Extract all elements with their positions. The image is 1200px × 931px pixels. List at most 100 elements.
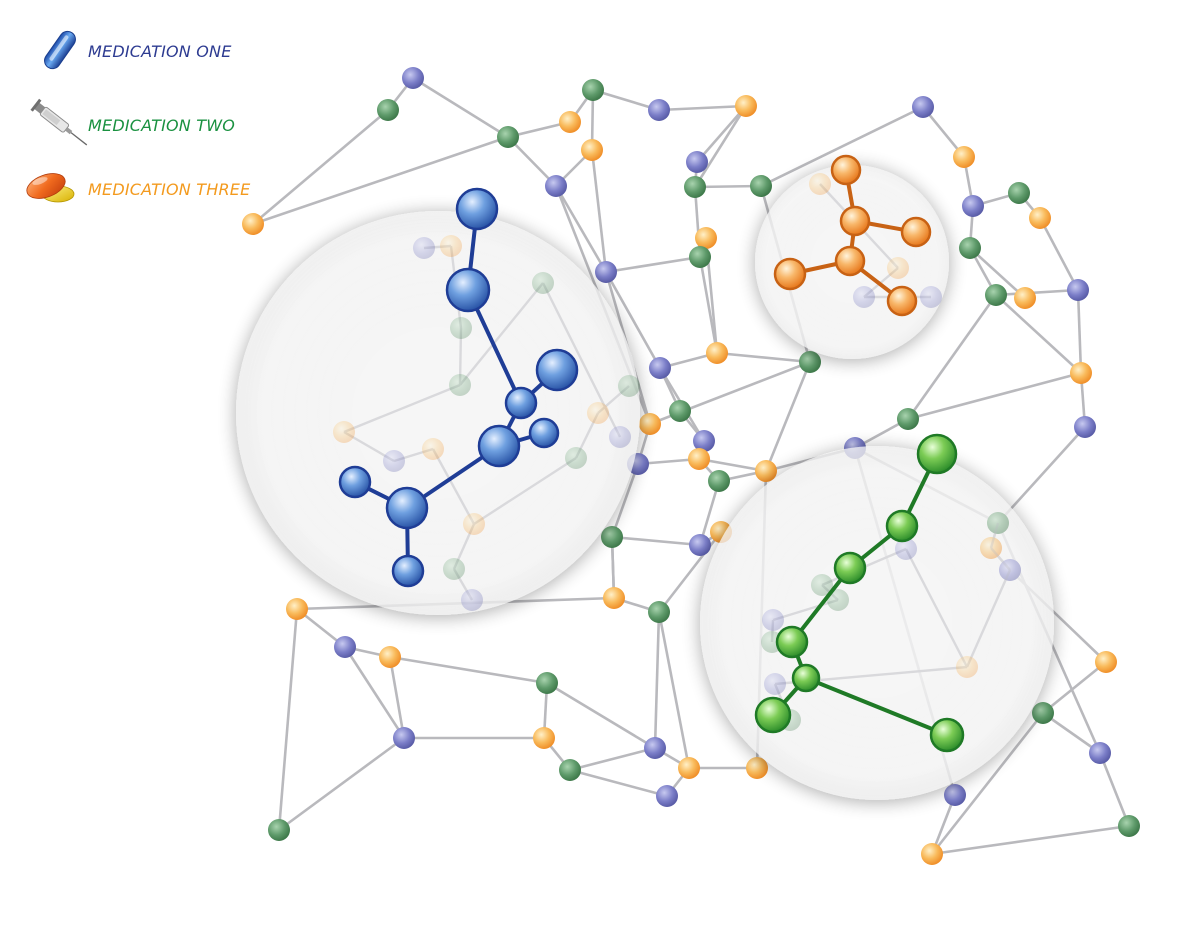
molecule-atom	[900, 216, 932, 248]
network-green-node	[377, 99, 399, 121]
network-green-node	[750, 175, 772, 197]
ghost-edge	[459, 282, 544, 386]
network-blue-node	[656, 785, 678, 807]
network-orange-node	[1070, 362, 1092, 384]
molecule-atom	[833, 551, 867, 585]
network-orange-node	[953, 146, 975, 168]
network-orange-node	[688, 448, 710, 470]
molecule-atom	[528, 417, 560, 449]
capsule-icon	[44, 30, 76, 70]
molecule-atom	[445, 267, 491, 313]
lens-disc	[700, 446, 1054, 800]
ghost-node	[449, 374, 471, 396]
ghost-node	[809, 173, 831, 195]
network-edge	[995, 288, 1079, 297]
legend: MEDICATION ONE MEDICATION TWO MEDICATION…	[0, 0, 300, 230]
network-edge	[590, 149, 608, 273]
network-green-node	[497, 126, 519, 148]
network-edge	[604, 271, 662, 369]
ghost-node	[920, 286, 942, 308]
ghost-node	[811, 574, 833, 596]
softgel-icon	[26, 173, 75, 203]
network-blue-node	[402, 67, 424, 89]
ghost-node	[587, 402, 609, 424]
medication-one-lens	[236, 187, 640, 615]
network-orange-node	[286, 598, 308, 620]
network-orange-node	[1029, 207, 1051, 229]
network-blue-node	[689, 534, 711, 556]
network-green-node	[582, 79, 604, 101]
network-blue-node	[912, 96, 934, 118]
molecule-atom	[455, 187, 499, 231]
network-green-node	[1032, 702, 1054, 724]
ghost-node	[999, 559, 1021, 581]
network-edge	[507, 136, 557, 187]
network-blue-node	[1074, 416, 1096, 438]
network-blue-node	[1089, 742, 1111, 764]
network-blue-node	[944, 784, 966, 806]
legend-label-medication-three: MEDICATION THREE	[88, 180, 251, 199]
network-edge	[716, 351, 811, 364]
network-blue-node	[962, 195, 984, 217]
network-edge	[906, 294, 998, 420]
network-orange-node	[603, 587, 625, 609]
molecule-atom	[391, 554, 425, 588]
network-edge	[412, 76, 509, 139]
magnifier-lenses	[236, 154, 1054, 800]
network-edge	[592, 88, 660, 112]
network-green-node	[799, 351, 821, 373]
molecule-atom	[775, 625, 809, 659]
network-orange-node	[581, 139, 603, 161]
network-orange-node	[1095, 651, 1117, 673]
molecule-atom	[338, 465, 372, 499]
network-edge	[764, 361, 812, 472]
syringe-icon	[30, 98, 88, 146]
ghost-node	[609, 426, 631, 448]
network-edge	[1076, 289, 1083, 374]
network-edge	[389, 655, 548, 685]
network-blue-node	[644, 737, 666, 759]
network-orange-node	[559, 111, 581, 133]
network-green-node	[708, 470, 730, 492]
legend-label-medication-one: MEDICATION ONE	[88, 42, 232, 61]
network-edge	[995, 294, 1082, 374]
ghost-node	[956, 656, 978, 678]
network-orange-node	[639, 413, 661, 435]
ghost-node	[895, 538, 917, 560]
ghost-node	[764, 673, 786, 695]
network-green-node	[669, 400, 691, 422]
network-green-node	[648, 601, 670, 623]
network-edge	[1042, 660, 1107, 715]
network-edge	[252, 135, 509, 226]
network-green-node	[1008, 182, 1030, 204]
network-blue-node	[393, 727, 415, 749]
network-orange-node	[242, 213, 264, 235]
network-edge	[1098, 752, 1131, 827]
ghost-node	[463, 513, 485, 535]
network-edge	[611, 535, 701, 547]
network-orange-node	[678, 757, 700, 779]
network-edge	[658, 104, 747, 112]
network-orange-node	[746, 757, 768, 779]
network-orange-node	[706, 342, 728, 364]
molecule-atom	[886, 285, 918, 317]
network-edge	[907, 371, 1082, 421]
network-edge	[657, 611, 691, 769]
network-edge	[698, 457, 767, 473]
ghost-edge	[473, 456, 577, 526]
ghost-edge	[965, 569, 1012, 668]
network-green-node	[897, 408, 919, 430]
network-edge	[930, 712, 1045, 855]
network-edge	[997, 426, 1086, 524]
ghost-edge	[904, 548, 969, 668]
network-edge	[698, 480, 721, 546]
ghost-node	[422, 438, 444, 460]
network-green-node	[268, 819, 290, 841]
medication-three-lens	[755, 154, 949, 359]
ghost-node	[461, 589, 483, 611]
ghost-node	[853, 286, 875, 308]
network-edge	[1038, 217, 1080, 291]
network-orange-node	[695, 227, 717, 249]
network-edge	[569, 768, 668, 798]
ghost-node	[443, 558, 465, 580]
